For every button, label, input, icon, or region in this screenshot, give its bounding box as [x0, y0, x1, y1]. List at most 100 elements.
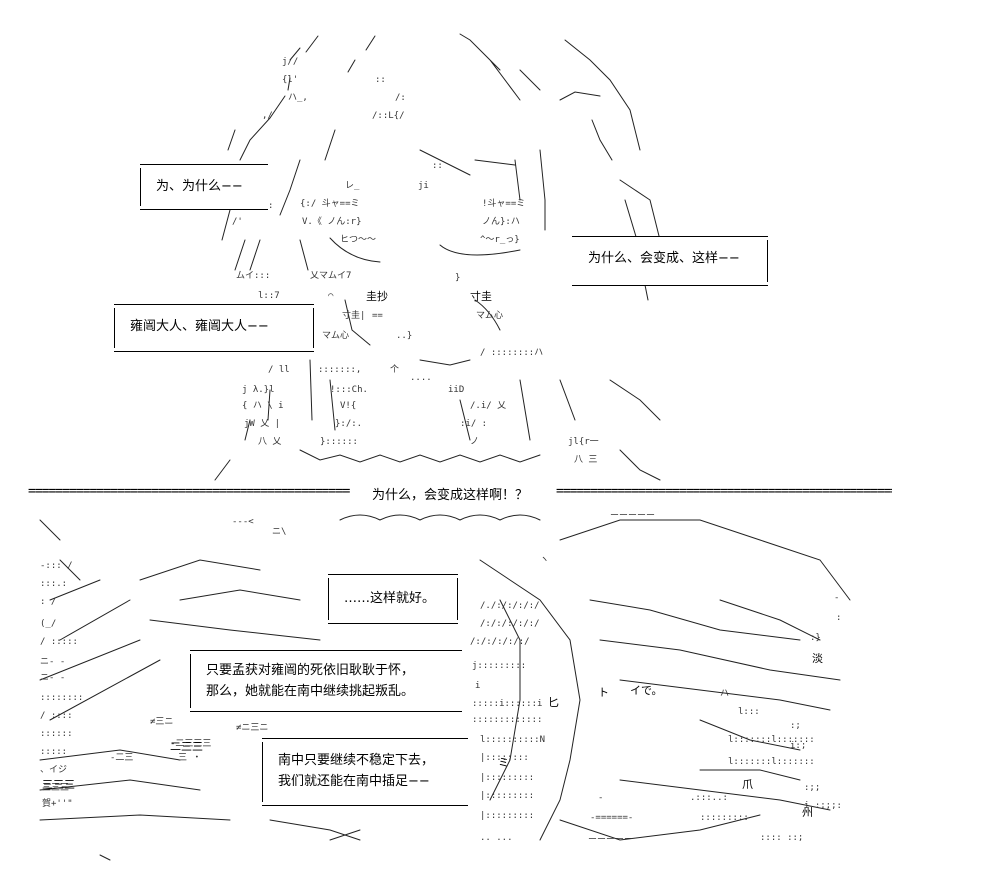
- svg-text:j:::::::::: j:::::::::: [472, 661, 526, 671]
- svg-text::;;: :;;: [804, 783, 820, 793]
- svg-text:::::::: ::::::: [40, 729, 73, 739]
- bubble-text: 雍闿大人、雍闿大人−−: [130, 319, 269, 334]
- svg-text:ノん}:ハ: ノん}:ハ: [482, 216, 520, 227]
- svg-text:l:::::::l:::::::: l:::::::l:::::::: [728, 735, 815, 745]
- speech-bubble-this-is-fine: ……这样就好。: [328, 574, 458, 624]
- bubble-bottom-border: [572, 285, 768, 286]
- svg-text:==: ==: [372, 311, 383, 321]
- svg-text:::::::::: ::::::::: [40, 693, 83, 703]
- svg-text:ヽ: ヽ: [540, 555, 549, 565]
- bubble-top-border: [114, 304, 314, 305]
- speech-bubble-yongkai: 雍闿大人、雍闿大人−−: [114, 304, 314, 352]
- svg-text:V.《 ノん:r}: V.《 ノん:r}: [302, 216, 362, 227]
- art-text-kanji-d: 匕: [548, 696, 559, 709]
- art-text-katakana-b: ミ: [498, 756, 509, 769]
- svg-text:/ ::::::::ハ: / ::::::::ハ: [480, 348, 543, 358]
- art-text-forehead: 圭抄: [366, 290, 388, 303]
- bubble-bottom-border: [262, 805, 468, 806]
- svg-text:V!{: V!{: [340, 401, 356, 411]
- svg-text:ヒつ〜〜: ヒつ〜〜: [340, 234, 376, 245]
- svg-text:ニ- -: ニ- -: [40, 657, 65, 667]
- svg-text:/ :::::: / :::::: [40, 637, 78, 647]
- svg-text:寸圭|: 寸圭|: [342, 309, 365, 321]
- speech-bubble-nanzhong: 南中只要继续不稳定下去， 我们就还能在南中插足−−: [262, 738, 468, 806]
- svg-text:|:::::::::: |:::::::::: [480, 811, 534, 821]
- svg-text:|:::::::::: |:::::::::: [480, 773, 534, 783]
- svg-text:{l': {l': [282, 75, 298, 85]
- banner-shout-text: 为什么，会变成这样啊！？: [368, 484, 533, 503]
- svg-text::::::i::::::i: :::::i::::::i: [472, 699, 542, 709]
- svg-text:-: -: [834, 593, 839, 603]
- svg-text:ji: ji: [418, 181, 429, 191]
- svg-text:}: }: [455, 273, 460, 283]
- svg-text:三三三: 三三三: [42, 783, 69, 793]
- art-text-noise-b: 二三三: [170, 740, 203, 753]
- svg-text:/::L{/: /::L{/: [372, 111, 405, 121]
- bubble-top-border: [190, 650, 462, 651]
- bubble-bottom-border: [190, 711, 462, 712]
- svg-text:i: i: [475, 681, 480, 691]
- svg-text:乂マムイ7: 乂マムイ7: [310, 270, 351, 281]
- svg-text:l:::: l:::: [738, 707, 760, 717]
- svg-text::}: :}: [810, 633, 821, 643]
- svg-text:!:::Ch.: !:::Ch.: [330, 385, 368, 395]
- svg-text:l:::::::l:::::::: l:::::::l:::::::: [728, 757, 815, 767]
- svg-text:个: 个: [390, 364, 399, 375]
- svg-text:}::::::: }::::::: [320, 437, 358, 447]
- bubble-top-border: [572, 236, 768, 237]
- bubble-text-line-1: 只要孟获对雍闿的死依旧耿耿于怀，: [206, 663, 415, 678]
- svg-text:/./:/:/:/:/: /./:/:/:/:/: [480, 601, 540, 611]
- svg-text:/': /': [232, 217, 243, 227]
- bubble-left-border: [114, 308, 115, 348]
- art-text-inch: 寸圭: [470, 290, 492, 303]
- bubble-right-border: [767, 240, 768, 282]
- svg-text::::::::,: :::::::,: [318, 365, 361, 375]
- svg-text:i :;;;:: i :;;;:: [804, 801, 842, 811]
- svg-text::::::::::: :::::::::: [700, 813, 749, 823]
- svg-text::i/ :: :i/ :: [460, 419, 487, 429]
- svg-text::::::::::::::: :::::::::::::: [472, 715, 542, 725]
- svg-text:iiD: iiD: [448, 385, 464, 395]
- svg-text:/:/:/:/:/:/: /:/:/:/:/:/: [470, 637, 530, 647]
- svg-text:,/: ,/: [262, 111, 273, 121]
- banner-rule-right: ========================================…: [556, 484, 892, 499]
- svg-text:}:/:.: }:/:.: [335, 419, 362, 429]
- bubble-right-border: [313, 308, 314, 348]
- svg-text::: :: [836, 613, 841, 623]
- bubble-text: 为、为什么−−: [156, 179, 243, 194]
- svg-text:マム心: マム心: [322, 330, 349, 341]
- svg-text:、イジ: 、イジ: [40, 765, 67, 775]
- svg-text:!斗ャ==ミ: !斗ャ==ミ: [482, 198, 525, 209]
- svg-text:≠ニ三ニ: ≠ニ三ニ: [236, 723, 268, 733]
- svg-text:ノ: ノ: [470, 437, 479, 447]
- bubble-left-border: [328, 578, 329, 620]
- svg-text:/:: /:: [395, 93, 406, 103]
- bubble-top-border: [262, 738, 468, 739]
- svg-text:.. ...: .. ...: [480, 833, 513, 843]
- bubble-left-border: [140, 168, 141, 206]
- speech-bubble-why: 为、为什么−−: [140, 164, 268, 210]
- svg-text:ニ- -: ニ- -: [40, 673, 65, 683]
- svg-text:{ ハ \ i: { ハ \ i: [242, 401, 284, 411]
- bubble-bottom-border: [328, 623, 458, 624]
- bubble-bottom-border: [114, 351, 314, 352]
- bubble-left-border: [262, 742, 263, 802]
- bubble-text: 为什么、会变成、这样−−: [588, 251, 740, 266]
- svg-text:|::::::::: |::::::::: [480, 753, 529, 763]
- art-text-noise-a: 三三三: [42, 778, 75, 791]
- svg-text:レ_: レ_: [345, 181, 360, 191]
- bubble-top-border: [140, 164, 268, 165]
- svg-text:⌒: ⌒: [328, 291, 334, 301]
- svg-text:ハ_,: ハ_,: [288, 93, 308, 103]
- bubble-top-border: [328, 574, 458, 575]
- svg-text:l::::::::::N: l::::::::::N: [480, 735, 545, 745]
- svg-text:i:;: i:;: [790, 741, 806, 751]
- svg-text:::: ::: [432, 161, 443, 171]
- art-text-kanji-e: ト: [598, 686, 609, 699]
- svg-text:ーーーーー: ーーーーー: [588, 835, 633, 845]
- svg-text:八 三: 八 三: [574, 455, 597, 465]
- svg-text:(_/: (_/: [40, 619, 56, 629]
- svg-text::::: ::;: :::: ::;: [760, 833, 803, 843]
- bubble-text: ……这样就好。: [344, 591, 436, 606]
